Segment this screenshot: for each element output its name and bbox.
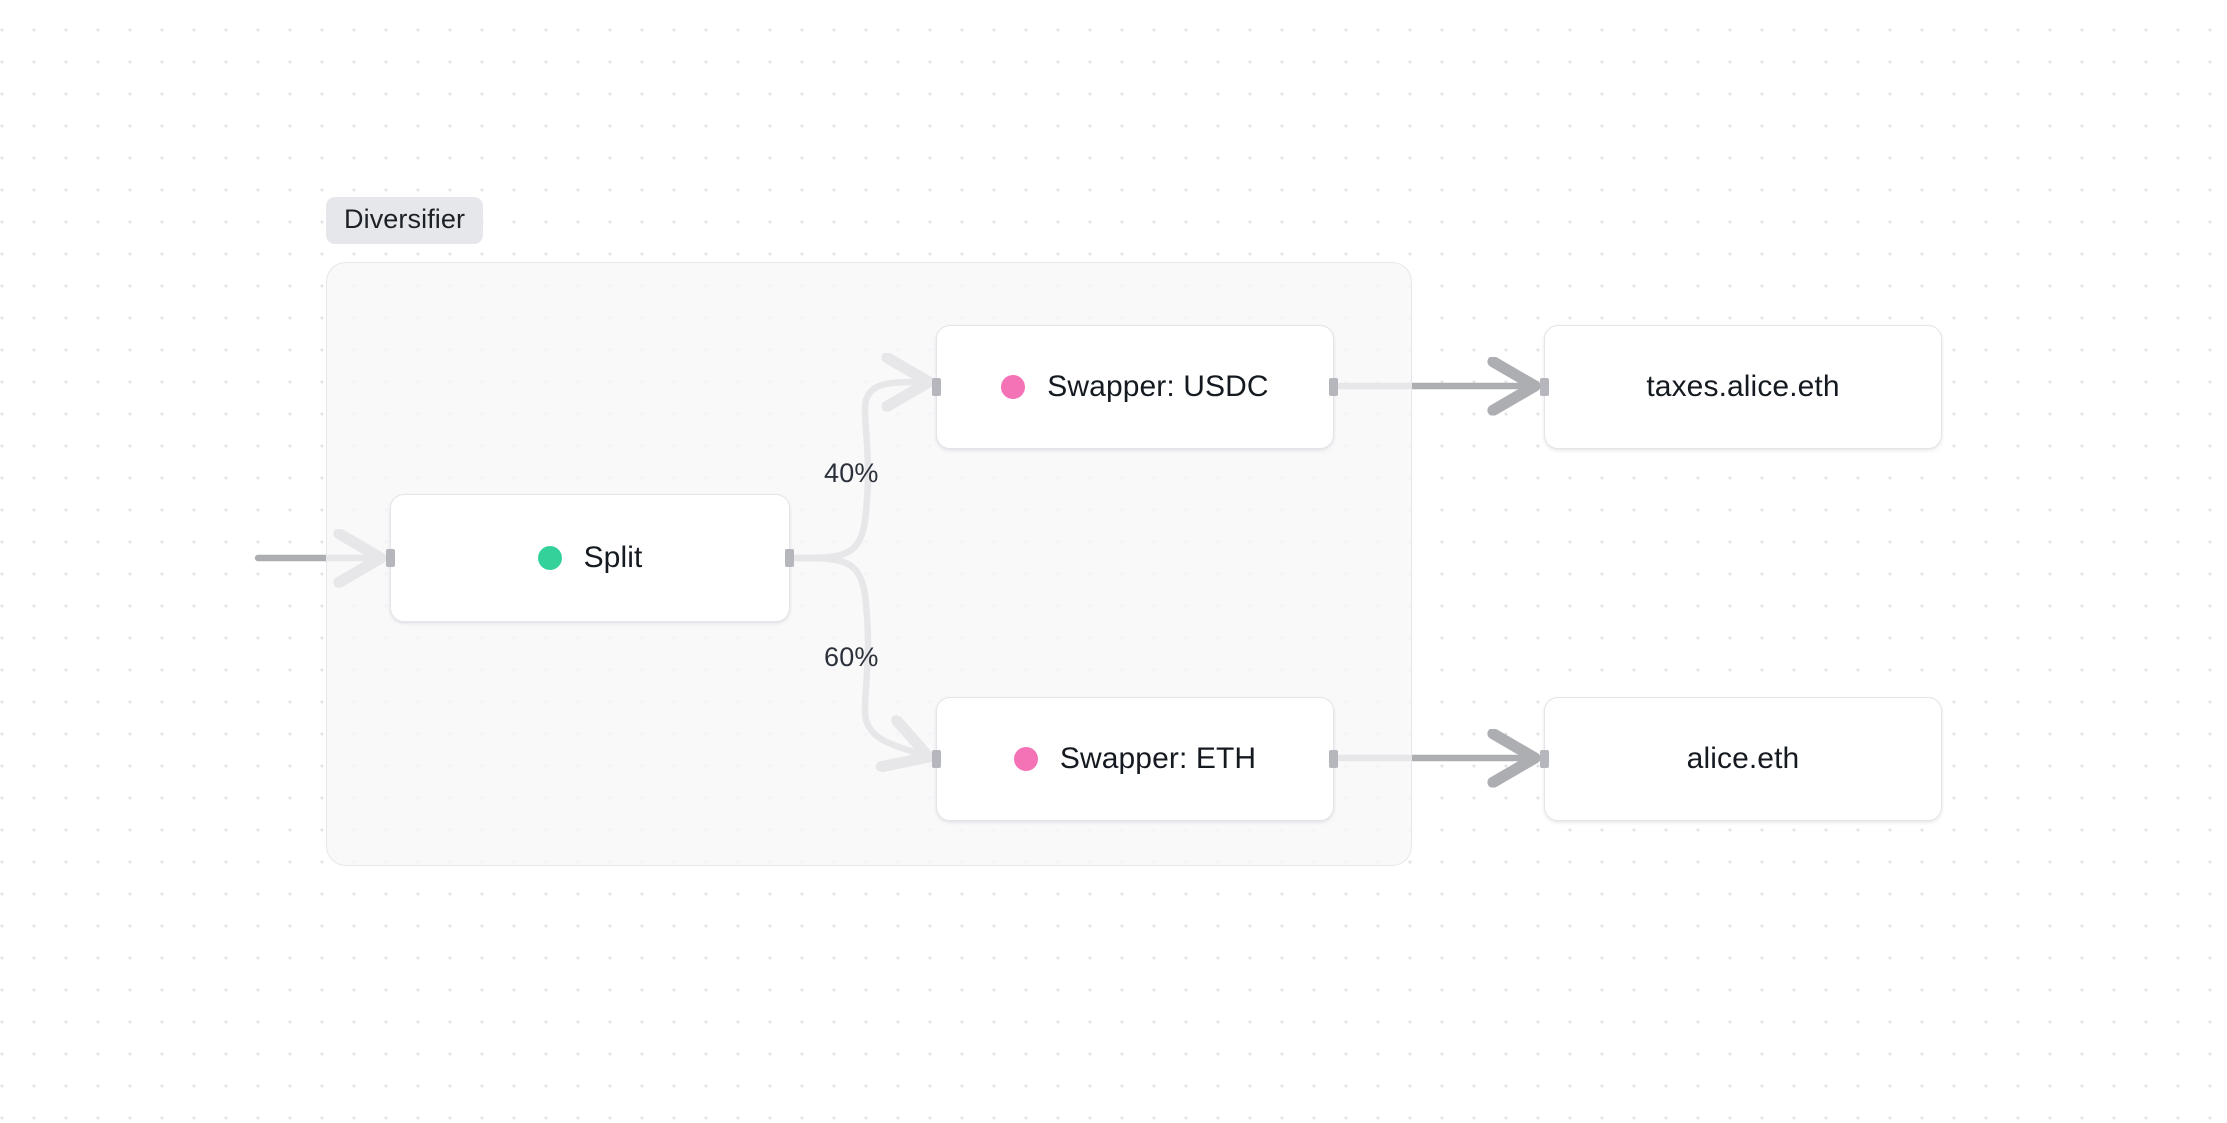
handle-target-icon[interactable] xyxy=(1540,378,1549,396)
handle-source-icon[interactable] xyxy=(1329,378,1338,396)
node-split[interactable]: Split xyxy=(386,494,794,622)
handle-target-icon[interactable] xyxy=(932,750,941,768)
node-label: taxes.alice.eth xyxy=(1646,370,1840,403)
node-taxes-alice-eth[interactable]: taxes.alice.eth xyxy=(1540,325,1942,449)
node-label: Swapper: ETH xyxy=(1059,742,1257,775)
node-alice-eth[interactable]: alice.eth xyxy=(1540,697,1942,821)
status-dot-icon xyxy=(1013,747,1038,771)
edge-label-split-eth[interactable]: 60% xyxy=(824,642,879,672)
handle-target-icon[interactable] xyxy=(932,378,941,396)
handle-source-icon[interactable] xyxy=(1329,750,1338,768)
node-label: Split xyxy=(583,541,643,574)
edge-label-split-usdc[interactable]: 40% xyxy=(824,458,879,488)
handle-source-icon[interactable] xyxy=(785,549,794,567)
node-label: Swapper: USDC xyxy=(1047,370,1269,403)
handle-target-icon[interactable] xyxy=(386,549,395,567)
status-dot-icon xyxy=(537,546,562,570)
node-swapper-usdc[interactable]: Swapper: USDC xyxy=(932,325,1338,449)
group-label[interactable]: Diversifier xyxy=(326,197,484,244)
status-dot-icon xyxy=(1001,375,1026,399)
node-swapper-eth[interactable]: Swapper: ETH xyxy=(932,697,1338,821)
handle-target-icon[interactable] xyxy=(1540,750,1549,768)
node-label: alice.eth xyxy=(1686,742,1800,775)
